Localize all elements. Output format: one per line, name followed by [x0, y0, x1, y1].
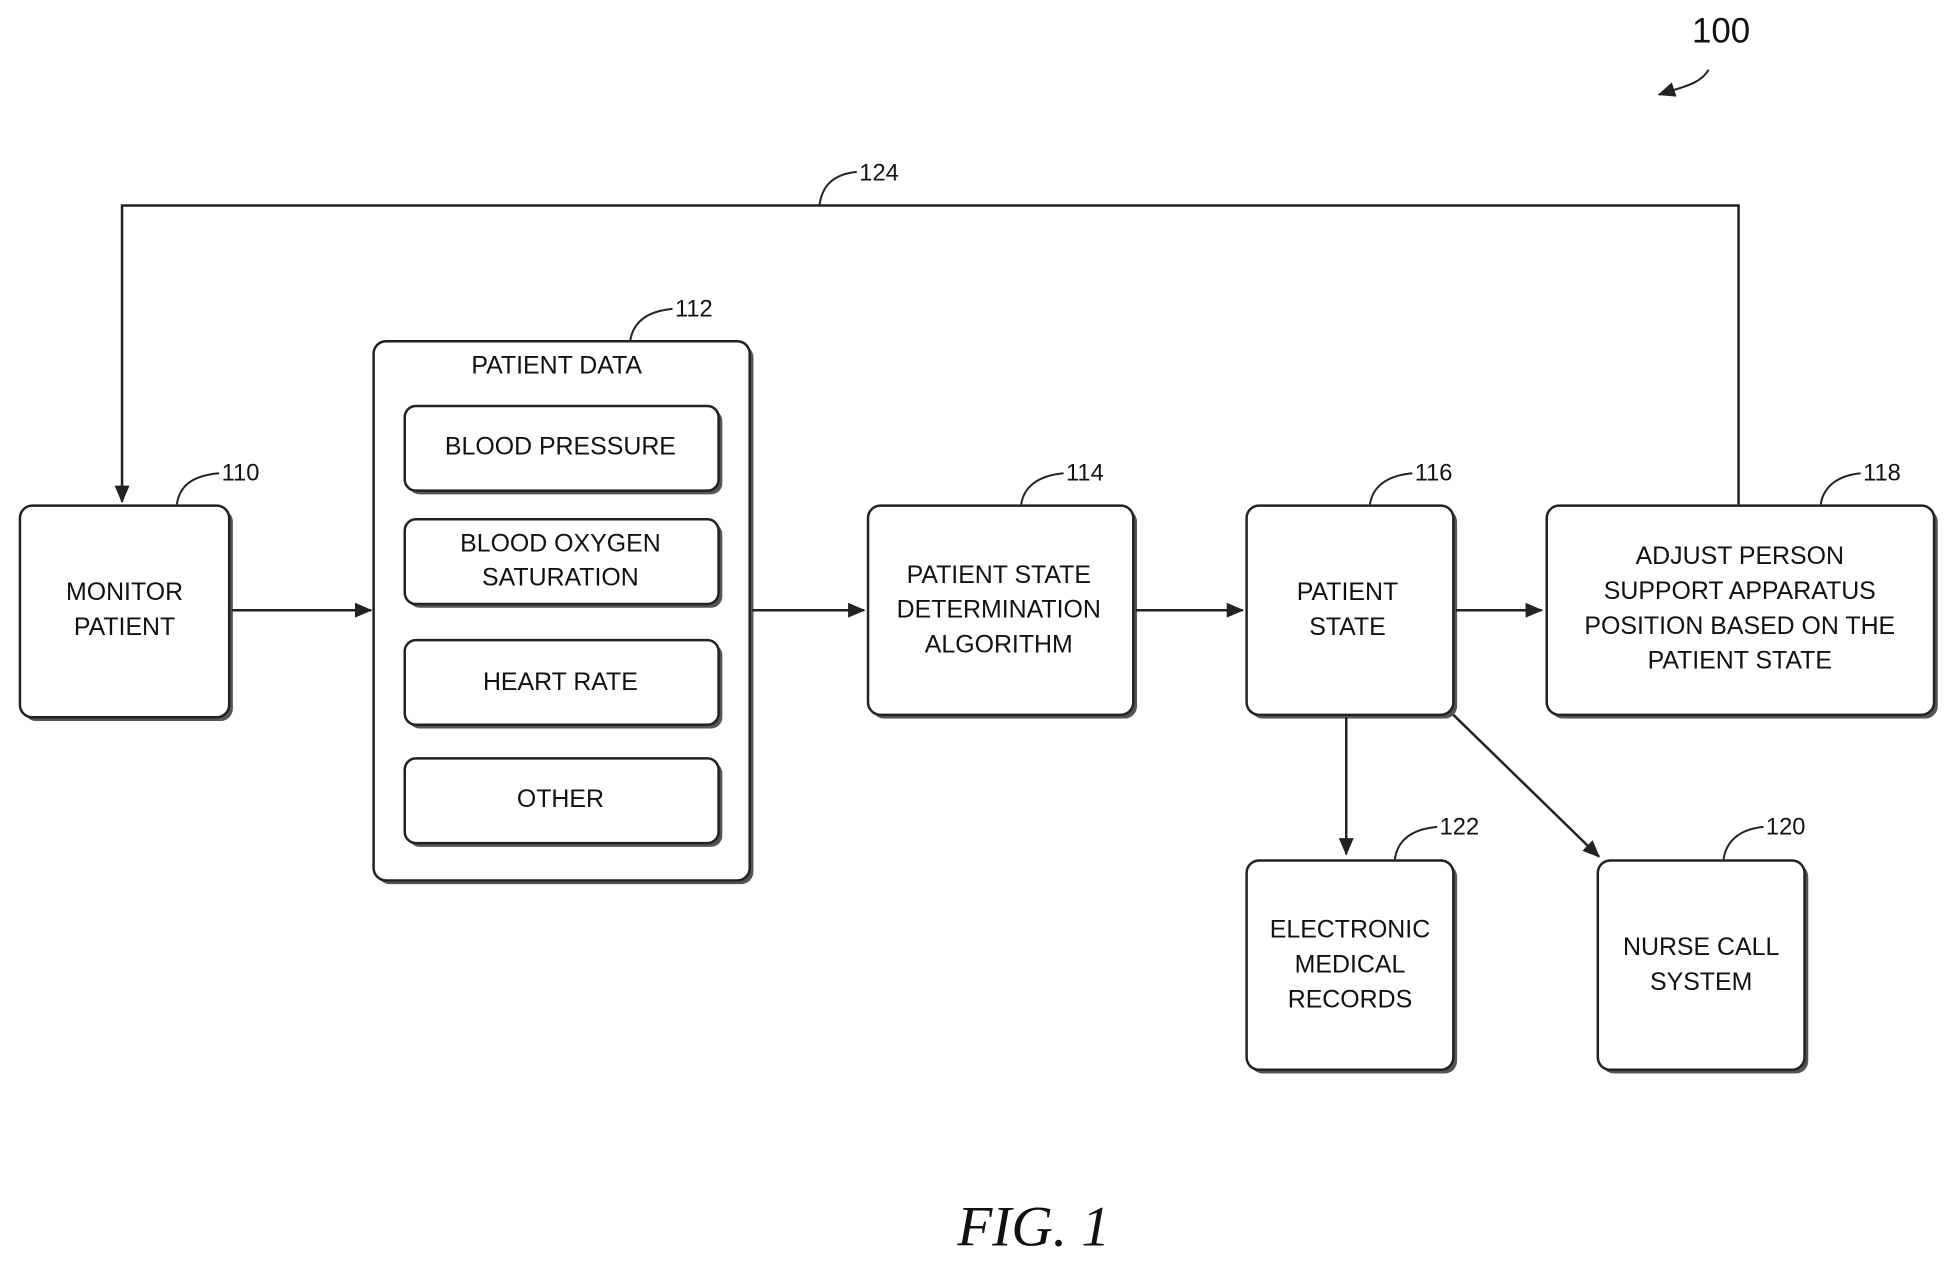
node-patient-data: PATIENT DATA BLOOD PRESSURE BLOOD OXYGEN…	[374, 341, 754, 884]
feedback-ref-label: 124	[859, 161, 898, 187]
nurse-call-line-2: SYSTEM	[1650, 968, 1752, 996]
adjust-line-2: SUPPORT APPARATUS	[1604, 577, 1876, 605]
ref-112-label: 112	[675, 296, 713, 322]
data-item-label: BLOOD OXYGEN	[460, 530, 661, 558]
patient-state-line-2: STATE	[1309, 613, 1386, 641]
ref-110-leader	[177, 473, 219, 504]
ref-122-leader	[1395, 827, 1437, 859]
ref-116-label: 116	[1415, 461, 1453, 487]
node-adjust-support-apparatus: ADJUST PERSON SUPPORT APPARATUS POSITION…	[1547, 506, 1938, 719]
ref-120-leader	[1724, 827, 1764, 859]
node-state-algorithm: PATIENT STATE DETERMINATION ALGORITHM	[868, 506, 1137, 719]
ref-116-leader	[1370, 473, 1412, 504]
data-item-heart-rate: HEART RATE	[405, 640, 723, 728]
feedback-ref-leader	[819, 172, 856, 206]
data-item-other: OTHER	[405, 758, 723, 846]
data-item-label: HEART RATE	[483, 668, 638, 696]
ref-118-leader	[1821, 473, 1861, 504]
ref-120-label: 120	[1766, 814, 1805, 840]
figure-caption: FIG. 1	[956, 1195, 1110, 1258]
data-item-label: OTHER	[517, 785, 604, 813]
feedback-path-124	[122, 205, 1738, 504]
patient-state-line-1: PATIENT	[1297, 578, 1398, 606]
patient-data-title: PATIENT DATA	[471, 352, 642, 380]
adjust-line-1: ADJUST PERSON	[1636, 542, 1844, 570]
emr-line-2: MEDICAL	[1295, 951, 1406, 979]
figure-ref-arrow	[1659, 70, 1709, 95]
nurse-call-line-1: NURSE CALL	[1623, 933, 1779, 961]
ref-114-label: 114	[1066, 461, 1104, 487]
algorithm-line-1: PATIENT STATE	[907, 561, 1091, 589]
data-item-label: SATURATION	[482, 563, 639, 591]
ref-118-label: 118	[1863, 461, 1901, 487]
node-monitor-patient: MONITOR PATIENT	[20, 506, 233, 721]
adjust-line-4: PATIENT STATE	[1648, 647, 1832, 675]
figure-ref-number: 100	[1692, 11, 1750, 50]
ref-114-leader	[1021, 473, 1063, 504]
data-item-blood-oxygen: BLOOD OXYGEN SATURATION	[405, 519, 723, 607]
node-nurse-call-system: NURSE CALL SYSTEM	[1598, 861, 1808, 1074]
data-item-label: BLOOD PRESSURE	[445, 433, 676, 461]
algorithm-line-2: DETERMINATION	[897, 596, 1101, 624]
monitor-patient-line-2: PATIENT	[74, 613, 175, 641]
emr-line-1: ELECTRONIC	[1270, 916, 1430, 944]
algorithm-line-3: ALGORITHM	[925, 631, 1073, 659]
monitor-patient-line-1: MONITOR	[66, 578, 183, 606]
data-item-blood-pressure: BLOOD PRESSURE	[405, 406, 723, 494]
node-electronic-medical-records: ELECTRONIC MEDICAL RECORDS	[1247, 861, 1457, 1074]
ref-112-leader	[630, 309, 672, 341]
adjust-line-3: POSITION BASED ON THE	[1584, 612, 1895, 640]
node-patient-state: PATIENT STATE	[1247, 506, 1457, 719]
ref-122-label: 122	[1440, 814, 1479, 840]
ref-110-label: 110	[222, 461, 260, 487]
emr-line-3: RECORDS	[1288, 985, 1412, 1013]
